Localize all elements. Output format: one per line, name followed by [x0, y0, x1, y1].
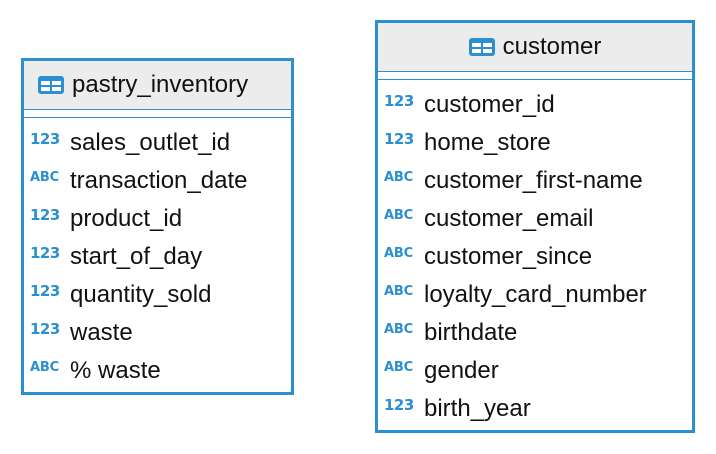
- column-row[interactable]: ABC gender: [378, 352, 692, 390]
- table-title: customer: [502, 33, 602, 60]
- column-row[interactable]: 123 waste: [24, 314, 291, 352]
- numeric-type-icon: 123: [30, 206, 60, 224]
- text-type-icon: ABC: [384, 169, 413, 185]
- column-row[interactable]: ABC % waste: [24, 352, 291, 390]
- column-name: home_store: [424, 129, 551, 156]
- column-name: transaction_date: [70, 167, 248, 194]
- text-type-icon: ABC: [384, 283, 413, 299]
- table-header[interactable]: pastry_inventory: [24, 61, 291, 110]
- column-name: start_of_day: [70, 243, 203, 270]
- column-row[interactable]: 123 quantity_sold: [24, 276, 291, 314]
- column-name: % waste: [70, 357, 161, 384]
- column-row[interactable]: ABC transaction_date: [24, 162, 291, 200]
- column-row[interactable]: 123 start_of_day: [24, 238, 291, 276]
- text-type-icon: ABC: [384, 321, 413, 337]
- numeric-type-icon: 123: [30, 320, 60, 338]
- column-list: 123 sales_outlet_id ABC transaction_date…: [24, 118, 291, 390]
- column-row[interactable]: ABC loyalty_card_number: [378, 276, 692, 314]
- column-row[interactable]: ABC customer_email: [378, 200, 692, 238]
- numeric-type-icon: 123: [384, 130, 414, 148]
- text-type-icon: ABC: [384, 359, 413, 375]
- table-customer[interactable]: customer 123 customer_id 123 home_store …: [375, 20, 695, 433]
- column-name: loyalty_card_number: [424, 281, 647, 308]
- column-name: customer_first-name: [424, 167, 643, 194]
- column-name: quantity_sold: [70, 281, 212, 308]
- text-type-icon: ABC: [384, 245, 413, 261]
- column-row[interactable]: ABC customer_first-name: [378, 162, 692, 200]
- table-icon: [468, 38, 495, 56]
- numeric-type-icon: 123: [30, 244, 60, 262]
- column-row[interactable]: 123 home_store: [378, 124, 692, 162]
- column-row[interactable]: ABC birthdate: [378, 314, 692, 352]
- column-row[interactable]: 123 customer_id: [378, 86, 692, 124]
- text-type-icon: ABC: [30, 169, 59, 185]
- column-row[interactable]: 123 birth_year: [378, 390, 692, 428]
- table-title: pastry_inventory: [72, 71, 249, 98]
- table-icon: [38, 76, 64, 94]
- column-name: birth_year: [424, 395, 531, 422]
- column-name: customer_email: [424, 205, 594, 232]
- column-name: waste: [70, 319, 133, 346]
- column-name: product_id: [70, 205, 183, 232]
- header-divider: [24, 110, 291, 118]
- numeric-type-icon: 123: [384, 396, 414, 414]
- column-row[interactable]: 123 product_id: [24, 200, 291, 238]
- header-divider: [378, 72, 692, 80]
- column-row[interactable]: ABC customer_since: [378, 238, 692, 276]
- numeric-type-icon: 123: [30, 282, 60, 300]
- column-name: customer_since: [424, 243, 593, 270]
- table-pastry-inventory[interactable]: pastry_inventory 123 sales_outlet_id ABC…: [21, 58, 294, 395]
- column-name: sales_outlet_id: [70, 129, 231, 156]
- table-header[interactable]: customer: [378, 23, 692, 72]
- column-list: 123 customer_id 123 home_store ABC custo…: [378, 80, 692, 428]
- column-name: birthdate: [424, 319, 518, 346]
- text-type-icon: ABC: [30, 359, 59, 375]
- column-row[interactable]: 123 sales_outlet_id: [24, 124, 291, 162]
- column-name: customer_id: [424, 91, 555, 118]
- numeric-type-icon: 123: [384, 92, 414, 110]
- text-type-icon: ABC: [384, 207, 413, 223]
- column-name: gender: [424, 357, 499, 384]
- numeric-type-icon: 123: [30, 130, 60, 148]
